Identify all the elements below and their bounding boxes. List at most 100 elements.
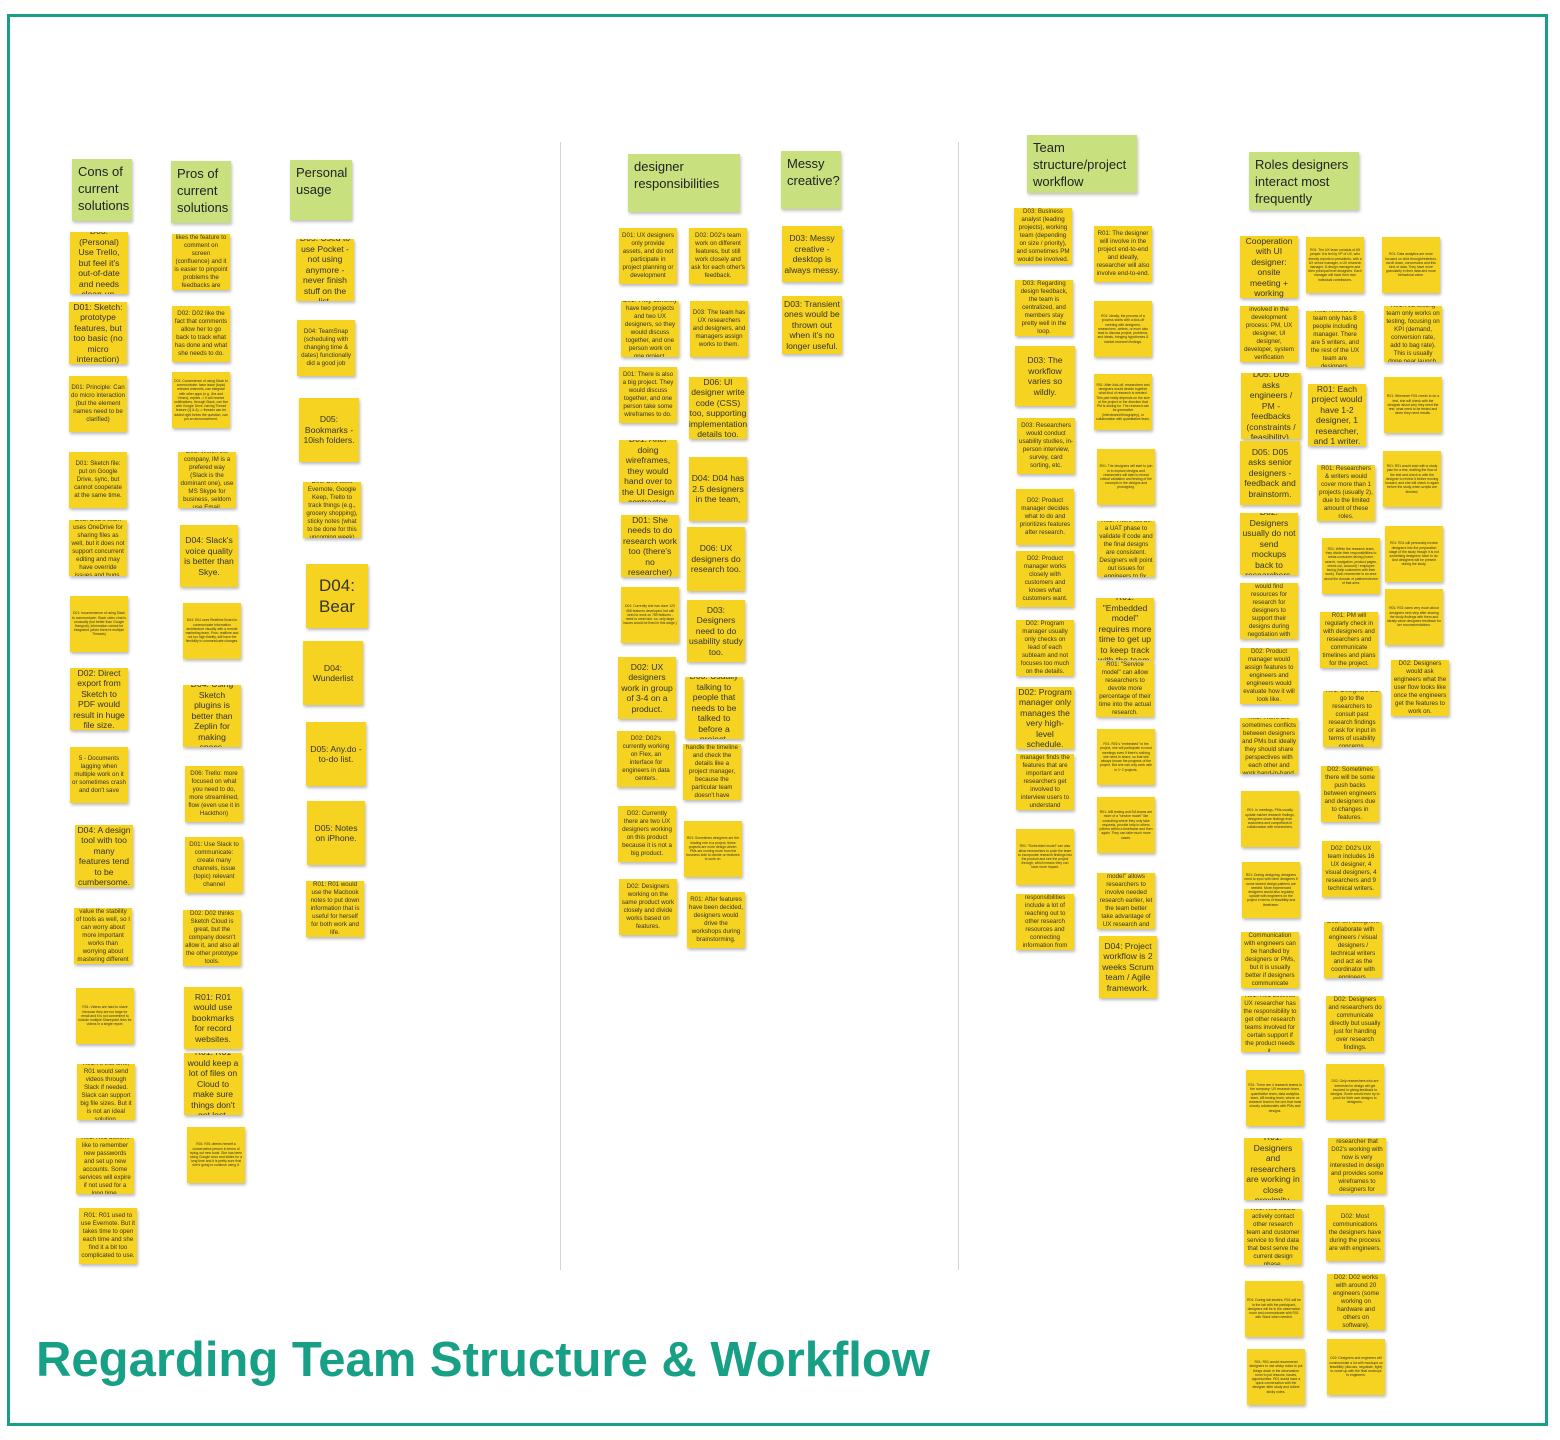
sticky-note: R01: "Embedded model" can also allow res…: [1016, 829, 1074, 885]
sticky-note: D02: Product manager would assign featur…: [1240, 648, 1298, 704]
sticky-note: D02: Designers would ask engineers what …: [1391, 660, 1449, 716]
sticky-note: R01: R01 would start with a study plan f…: [1383, 451, 1441, 507]
sticky-note: D05: Used to use Pocket - not using anym…: [296, 239, 354, 301]
sticky-note: R01: Research team only has 8 people inc…: [1306, 311, 1364, 367]
sticky-note: R01: Each project would have 1-2 designe…: [1308, 384, 1366, 446]
sticky-note: R01: There are sometimes conflicts betwe…: [1240, 718, 1298, 774]
sticky-note: D05: Any.do - to-do list.: [306, 722, 366, 786]
sticky-note: D02: D02 really likes the feature to com…: [172, 234, 230, 290]
sticky-note: 5 - Documents lagging when multiple work…: [70, 747, 128, 803]
sticky-note: D02: D02's UX team includes 16 UX design…: [1322, 841, 1380, 897]
sticky-note: R01: There will be a UAT phase to valida…: [1097, 521, 1155, 577]
sticky-note: D02: Product manager works closely with …: [1016, 551, 1074, 607]
sticky-note: D03: Messy creative - desktop is always …: [782, 226, 842, 282]
column-divider: [958, 142, 959, 1270]
sticky-note: R01: The UX team consists of 65 people: …: [1306, 237, 1364, 293]
sticky-note: D03: Usually talking to people that need…: [685, 677, 743, 739]
sticky-note: D03: Transient ones would be thrown out …: [782, 296, 842, 354]
sticky-note: R01: R01 would use bookmarks for record …: [184, 987, 242, 1049]
sticky-note: D02: D02's team work on different featur…: [689, 228, 747, 284]
sticky-note: D02: Designers usually do not send mocku…: [1240, 513, 1298, 575]
sticky-note: D04: Bear: [306, 564, 368, 628]
sticky-note: D01: There is also a big project. They w…: [619, 367, 677, 423]
sticky-note: D01: They currently have two projects an…: [621, 301, 679, 357]
sticky-note: R01: R01's "embedded" in the project, sh…: [1097, 729, 1155, 785]
sticky-note: D06: UX designers do research too.: [687, 527, 745, 591]
sticky-note: D01: Convenience of using Slack to commu…: [172, 372, 230, 428]
sticky-note: R01: R01 will personally involve designe…: [1385, 526, 1443, 582]
column-header-pros-of-current-solutions: Pros of current solutions: [171, 161, 231, 223]
sticky-note: D03: The workflow varies so wildly.: [1015, 346, 1075, 406]
sticky-note: D04: Wunderlist: [303, 641, 363, 705]
sticky-note: R01: Communication with engineers can be…: [1241, 932, 1299, 988]
sticky-note: R01: R01 would keep a lot of files on Cl…: [184, 1053, 242, 1115]
sticky-note: R01: During designing, designers need to…: [1242, 862, 1300, 918]
sticky-note: D02: Most communications the designers h…: [1326, 1205, 1384, 1261]
sticky-note: D02: D02's currently working on Flex, an…: [617, 731, 675, 787]
sticky-note: D02: D02 works with around 20 engineers …: [1327, 1274, 1385, 1330]
sticky-note: D04: Slack's voice quality is better tha…: [180, 525, 238, 587]
sticky-note: D01: She needs to do research work too (…: [621, 515, 679, 577]
sticky-note: R01: "Embedded model" allows researchers…: [1097, 873, 1155, 929]
sticky-note: D02: Designers and engineers will commun…: [1327, 1339, 1385, 1395]
sticky-note: R01: R01 cares very much about designers…: [1385, 589, 1443, 645]
sticky-note: D02: Sometimes there will be some push b…: [1321, 766, 1379, 822]
sticky-note: D02: Only researchers who are interested…: [1326, 1064, 1384, 1120]
sticky-note: R01: R01's responsibilities include a lo…: [1016, 894, 1074, 950]
sticky-note: D02: Product manager finds the features …: [1016, 754, 1074, 810]
sticky-note: D04: Using Sketch plugins is better than…: [183, 685, 241, 747]
sticky-note: R01: Researchers & writers would cover m…: [1317, 465, 1375, 521]
sticky-note: D04: A design tool with too many feature…: [75, 825, 133, 887]
sticky-note: R01: "Embedded model" requires more time…: [1096, 598, 1154, 660]
sticky-note: D01: The roles involved in the developme…: [1240, 306, 1298, 362]
sticky-note: D05: Notes on iPhone.: [307, 801, 365, 865]
sticky-note: R01: The designers will start to join in…: [1097, 449, 1155, 505]
sticky-note: D01: Use Slack to communicate: create ma…: [185, 837, 243, 893]
sticky-note: D05: D05 asks senior designers - feedbac…: [1240, 441, 1300, 505]
sticky-note: D02: Product manager decides what to do …: [1016, 489, 1074, 545]
sticky-note: R01: PM will regularly check in with des…: [1320, 612, 1378, 668]
sticky-note: R01: Whenever R01 needs to do a test, sh…: [1384, 377, 1442, 433]
sticky-note: R01: R01 used to use Evernote. But it ta…: [79, 1208, 137, 1264]
sticky-note: D03: The team has UX researchers and des…: [690, 301, 748, 357]
sticky-note: D02: Currently there are two UX designer…: [618, 806, 676, 862]
sticky-note: D02: Designers and researchers do commun…: [1326, 996, 1384, 1052]
sticky-note: D04: Project workflow is 2 weeks Scrum t…: [1099, 936, 1157, 998]
sticky-note: D01: Principle: Can do micro interaction…: [69, 376, 127, 432]
sticky-note: D02: D02 like the fact that comments all…: [172, 306, 230, 362]
sticky-note: D01: Cooperation with UI designer: onsit…: [1240, 236, 1298, 298]
page-title: Regarding Team Structure & Workflow: [36, 1333, 930, 1387]
sticky-note: D02: D02's team uses OneDrive for sharin…: [69, 520, 127, 576]
board-frame: [7, 14, 1548, 1426]
sticky-note: D04: TeamSnap (scheduling with changing …: [297, 320, 355, 376]
sticky-note: D03: Business analyst (leading projects)…: [1014, 208, 1072, 264]
sticky-note: R01: After features have been decided, d…: [687, 892, 745, 948]
sticky-note: D03: Designers need to do usability stud…: [687, 600, 745, 662]
column-header-cons-of-current-solutions: Cons of current solutions: [72, 159, 132, 221]
sticky-note: D02: Researchers would find resources fo…: [1240, 583, 1298, 639]
sticky-note: R01: The designer will involve in the pr…: [1094, 226, 1152, 282]
sticky-note: R01: In meetings, PMs usually update mar…: [1241, 791, 1299, 847]
column-header-roles-designers-interact-most-frequently: Roles designers interact most frequently: [1249, 152, 1359, 210]
sticky-note: R01: During lab studies, R01 will be in …: [1245, 1281, 1303, 1337]
sticky-note: D02: UX designers work in group of 3-4 o…: [618, 657, 676, 719]
sticky-note: R01: Sometimes designers are the leading…: [684, 821, 742, 877]
sticky-note: D06: D06 uses Evernote, Google Keep, Tre…: [303, 482, 361, 538]
sticky-note: D02: Program manager only manages the ve…: [1016, 687, 1074, 749]
sticky-note: D03: Designers handle the timeline and c…: [683, 744, 741, 800]
sticky-note: R01: At this time, R01 would send videos…: [77, 1064, 135, 1120]
sticky-note: D02: UX designers collaborate with engin…: [1324, 922, 1382, 978]
sticky-note: R01: Within the research team, they divi…: [1322, 538, 1380, 594]
sticky-note: R01: A/B testing team only works on test…: [1384, 306, 1442, 362]
sticky-note: D01: UX designers only provide assets, a…: [619, 228, 677, 284]
sticky-note: D04: D04 has 2.5 designers in the team,: [689, 457, 747, 521]
sticky-note: R01: R01 doesn't like to remember new pa…: [76, 1138, 134, 1194]
sticky-note: D03: Researchers would conduct usability…: [1017, 418, 1075, 474]
sticky-note: D05: Bookmarks - 10ish folders.: [299, 398, 359, 462]
sticky-note: R01: R01 would actively contact other re…: [1244, 1209, 1302, 1265]
sticky-note: D02: The researcher that D02's working w…: [1328, 1138, 1386, 1194]
column-header-designer-responsibilities: designer responsibilities: [628, 154, 740, 212]
sticky-note: D01: Inconvenience of using Slack to com…: [70, 596, 128, 652]
sticky-note: D04: "But I kind of value the stability …: [74, 908, 132, 964]
sticky-note: D05: D05 asks engineers / PM - feedbacks…: [1241, 373, 1301, 439]
